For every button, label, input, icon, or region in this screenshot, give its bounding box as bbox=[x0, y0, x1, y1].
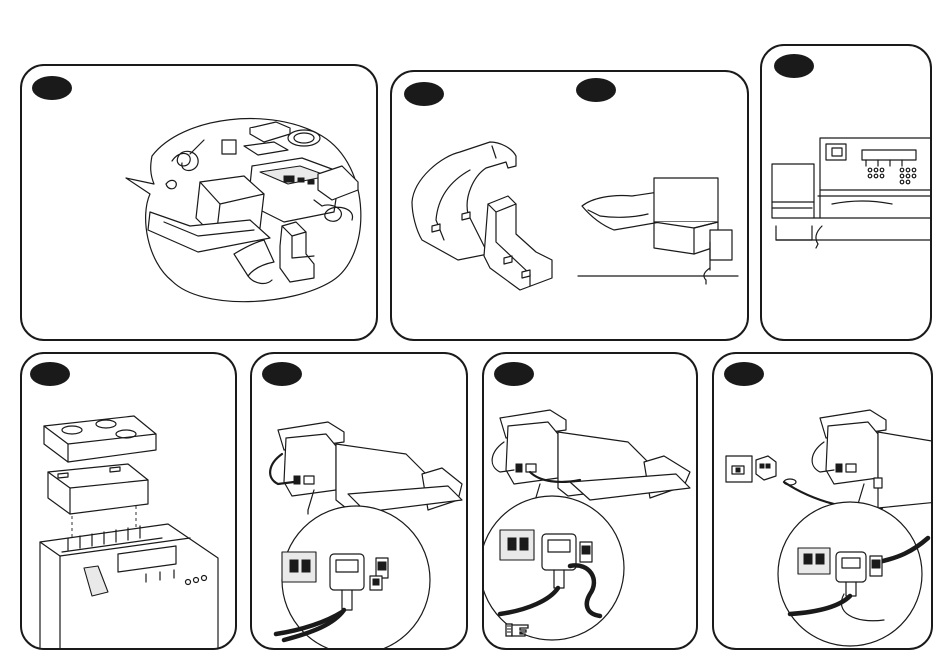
panel-connect-phone-line bbox=[712, 352, 933, 650]
panel-attach-second-tray bbox=[760, 44, 932, 341]
panel-install-ink-cover bbox=[20, 352, 237, 650]
feeder-mount-illustration bbox=[762, 46, 932, 341]
tray-assembly-illustration bbox=[392, 72, 749, 341]
phone-line-illustration bbox=[714, 354, 933, 650]
power-cable-illustration bbox=[484, 354, 698, 650]
panel-connect-serial-cable bbox=[250, 352, 468, 650]
box-contents-illustration bbox=[22, 66, 378, 341]
serial-cable-illustration bbox=[252, 354, 468, 650]
panel-attach-trays bbox=[390, 70, 749, 341]
ink-cover-illustration bbox=[22, 354, 237, 650]
panel-connect-power-cable bbox=[482, 352, 698, 650]
panel-unpack-contents bbox=[20, 64, 378, 341]
pointing-hand-icon bbox=[504, 620, 534, 640]
